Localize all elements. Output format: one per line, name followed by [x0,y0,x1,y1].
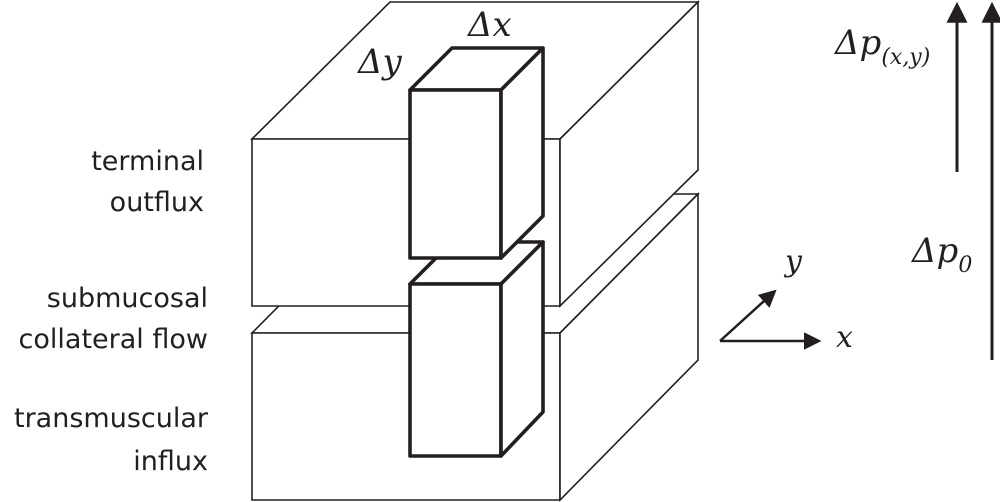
x-axis-label: x [836,320,853,355]
delta-p-xy-subscript: (x,y) [881,45,930,70]
delta-y-label: Δy [356,42,403,82]
label-collateral-flow: collateral flow [19,324,208,355]
y-axis-label: y [783,244,803,279]
pressure-arrows [946,1,1000,360]
upper-control-volume [408,46,545,260]
top-slab-side-face [559,0,699,308]
delta-x-label: Δx [466,5,512,45]
lower-prism-side-face [499,240,545,458]
label-submucosal: submucosal [47,283,208,314]
upper-prism-front-face [408,88,503,260]
y-axis-arrow [719,289,777,342]
coordinate-axes [719,289,822,350]
delta-p0-main: Δp [910,231,958,271]
label-influx: influx [133,446,208,477]
delta-p-xy-label: Δp(x,y) [833,23,930,70]
label-transmuscular: transmuscular [14,403,209,434]
bottom-slab-side-face [559,192,699,502]
label-terminal: terminal [91,146,204,177]
upper-prism-side-face [499,46,545,260]
lower-control-volume [408,240,545,458]
delta-p0-subscript: 0 [958,253,972,278]
delta-p-xy-main: Δp [833,23,881,63]
delta-p0-label: Δp0 [910,231,972,278]
label-outflux: outflux [110,187,204,218]
lower-prism-front-face [408,282,503,458]
